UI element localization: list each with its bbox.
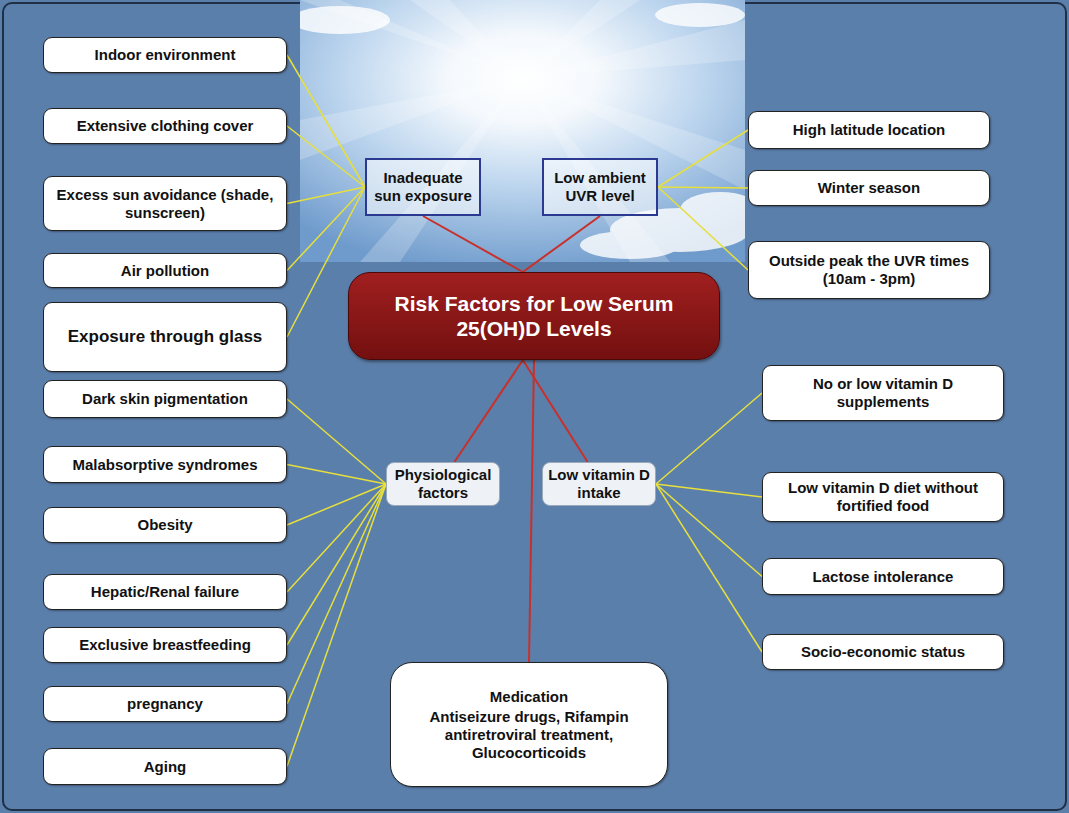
sky-illustration: [300, 0, 745, 262]
connector: [658, 187, 748, 270]
box-label: Malabsorptive syndromes: [51, 456, 279, 474]
box-label: Socio-economic status: [770, 643, 996, 661]
box-body: Antiseizure drugs, Rifampin antiretrovir…: [405, 708, 653, 762]
box-label: Outside peak the UVR times (10am - 3pm): [756, 252, 982, 288]
factor-box: Extensive clothing cover: [43, 108, 287, 144]
box-label: Inadequate sun exposure: [371, 169, 475, 205]
factor-box: Exclusive breastfeeding: [43, 627, 287, 663]
box-label: Low vitamin D intake: [547, 466, 651, 502]
factor-box: No or low vitamin D supplements: [762, 365, 1004, 421]
box-label: Obesity: [51, 516, 279, 534]
factor-box: Obesity: [43, 507, 287, 543]
factor-box: Indoor environment: [43, 37, 287, 73]
box-label: pregnancy: [51, 695, 279, 713]
connector: [287, 484, 386, 767]
factor-box: Socio-economic status: [762, 634, 1004, 670]
box-label: Exposure through glass: [51, 327, 279, 347]
factor-box: Hepatic/Renal failure: [43, 574, 287, 610]
connector: [287, 484, 386, 645]
connector: [287, 484, 386, 704]
connector: [529, 360, 534, 662]
factor-box: Dark skin pigmentation: [43, 380, 287, 418]
connector: [523, 216, 600, 272]
box-label: Lactose intolerance: [770, 568, 996, 586]
category-box: Low ambient UVR level: [542, 158, 658, 216]
factor-box: Exposure through glass: [43, 302, 287, 372]
box-label: Low vitamin D diet without fortified foo…: [770, 479, 996, 515]
factor-box: Air pollution: [43, 253, 287, 288]
connector: [287, 484, 386, 525]
connector: [454, 360, 522, 462]
connector: [287, 187, 365, 271]
connector: [423, 216, 523, 272]
connector: [287, 399, 386, 484]
box-label: Physiological factors: [391, 466, 495, 502]
connector: [287, 126, 365, 187]
factor-box: Winter season: [748, 170, 990, 206]
connector: [656, 393, 762, 484]
connector: [656, 484, 762, 497]
factor-box: Outside peak the UVR times (10am - 3pm): [748, 241, 990, 299]
box-label: Low ambient UVR level: [548, 169, 652, 205]
box-label: Air pollution: [51, 262, 279, 280]
factor-box: Low vitamin D diet without fortified foo…: [762, 472, 1004, 522]
connector: [287, 465, 386, 485]
box-label: Medication: [405, 688, 653, 706]
factor-box: pregnancy: [43, 686, 287, 722]
factor-box: High latitude location: [748, 111, 990, 149]
factor-box: Lactose intolerance: [762, 558, 1004, 595]
connector: [658, 187, 748, 188]
factor-box: Excess sun avoidance (shade, sunscreen): [43, 176, 287, 231]
box-label: Hepatic/Renal failure: [51, 583, 279, 601]
factor-box: Malabsorptive syndromes: [43, 446, 287, 483]
box-label: Exclusive breastfeeding: [51, 636, 279, 654]
factor-box: Aging: [43, 748, 287, 785]
connector: [656, 484, 762, 577]
connector: [287, 55, 365, 187]
medication-box: MedicationAntiseizure drugs, Rifampin an…: [390, 662, 668, 787]
box-label: Risk Factors for Low Serum 25(OH)D Level…: [365, 291, 703, 341]
central-box: Risk Factors for Low Serum 25(OH)D Level…: [348, 272, 720, 360]
box-label: High latitude location: [756, 121, 982, 139]
box-label: Dark skin pigmentation: [51, 390, 279, 408]
box-label: No or low vitamin D supplements: [770, 375, 996, 411]
connector: [656, 484, 762, 652]
connector: [287, 187, 365, 204]
category-box: Low vitamin D intake: [542, 462, 656, 506]
box-label: Extensive clothing cover: [51, 117, 279, 135]
box-label: Winter season: [756, 179, 982, 197]
box-label: Indoor environment: [51, 46, 279, 64]
connector: [287, 484, 386, 592]
category-box: Physiological factors: [386, 462, 500, 506]
box-label: Aging: [51, 758, 279, 776]
category-box: Inadequate sun exposure: [365, 158, 481, 216]
box-label: Excess sun avoidance (shade, sunscreen): [51, 186, 279, 222]
connector: [658, 130, 748, 187]
